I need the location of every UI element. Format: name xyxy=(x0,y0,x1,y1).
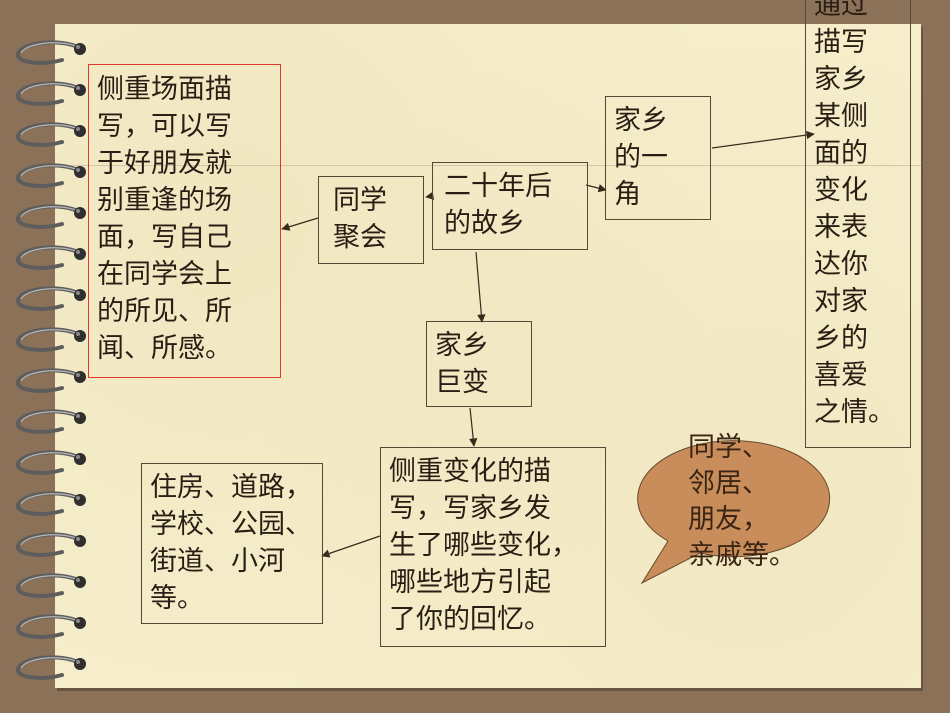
spiral-binding xyxy=(16,40,86,680)
speech-bubble xyxy=(637,440,831,585)
spiral-ring xyxy=(16,614,86,639)
change-detail-box: 侧重变化的描 写，写家乡发 生了哪些变化， 哪些地方引起 了你的回忆。 xyxy=(380,447,606,647)
arrow-change-to-detail xyxy=(469,407,478,447)
speech-bubble-text: 同学、 邻居、 朋友， 亲戚等。 xyxy=(688,432,796,571)
arrow-corner-to-detail xyxy=(711,130,815,149)
change-examples-box: 住房、道路， 学校、公园、 街道、小河 等。 xyxy=(141,463,323,624)
spiral-ring xyxy=(16,163,86,188)
center-topic-box: 二十年后 的故乡 xyxy=(432,162,588,250)
spiral-ring xyxy=(16,40,86,65)
arrow-reunion-to-detail xyxy=(281,217,319,231)
arrow-center-to-corner xyxy=(585,184,607,193)
spiral-ring xyxy=(16,122,86,147)
spiral-ring xyxy=(16,532,86,557)
arrow-center-to-change xyxy=(475,251,486,323)
corner-detail-box: 通过 描写 家乡 某侧 面的 变化 来表 达你 对家 乡的 喜爱 之情。 xyxy=(805,0,911,448)
spiral-ring xyxy=(16,204,86,229)
spiral-ring xyxy=(16,409,86,434)
spiral-ring xyxy=(16,286,86,311)
notebook-paper xyxy=(55,24,921,688)
spiral-ring xyxy=(16,245,86,270)
reunion-detail-box: 侧重场面描 写，可以写 于好朋友就 别重逢的场 面，写自己 在同学会上 的所见、… xyxy=(88,64,281,378)
spiral-ring xyxy=(16,81,86,106)
reunion-box: 同学 聚会 xyxy=(318,176,424,264)
spiral-ring xyxy=(16,491,86,516)
spiral-ring xyxy=(16,368,86,393)
paper-rule-line xyxy=(55,165,921,166)
spiral-ring xyxy=(16,573,86,598)
spiral-ring xyxy=(16,655,86,680)
change-box: 家乡 巨变 xyxy=(426,321,532,407)
arrow-center-to-reunion xyxy=(425,191,435,200)
spiral-ring xyxy=(16,327,86,352)
spiral-ring xyxy=(16,450,86,475)
corner-box: 家乡 的一 角 xyxy=(605,96,711,220)
arrow-detail-to-examples xyxy=(321,535,381,558)
